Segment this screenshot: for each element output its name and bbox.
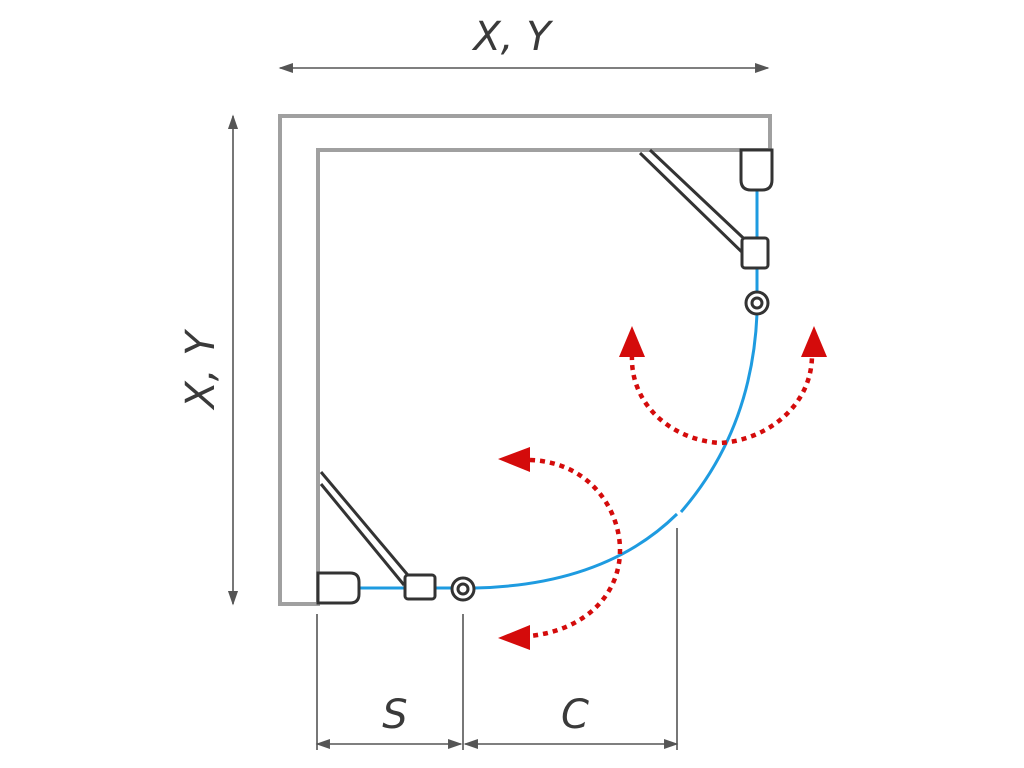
door-roller-bottom [450, 576, 476, 602]
bottom-dimensions: S C [315, 528, 679, 750]
dimension-s-label: S [382, 692, 407, 738]
side-dimension: X, Y [178, 114, 239, 606]
swing-arrowhead-lower-top [498, 447, 530, 472]
fixed-panel-bottom-left [319, 471, 414, 586]
swing-arrowhead-lower-bottom [498, 625, 530, 650]
side-dimension-label: X, Y [178, 328, 224, 411]
swing-arrow-upper [619, 326, 827, 446]
door-roller-top [744, 290, 770, 316]
top-dimension: X, Y [278, 14, 770, 74]
top-dimension-label: X, Y [471, 14, 554, 60]
curved-door-lower [474, 512, 679, 590]
fixed-panel-top-right [638, 148, 758, 260]
wall-profile-top-right [739, 148, 774, 192]
curved-door-upper [679, 313, 759, 513]
wall-profile-bottom-left [316, 571, 361, 605]
connector-top-right [740, 236, 770, 270]
swing-arrow-lower [498, 447, 623, 650]
corner-walls [278, 114, 772, 606]
swing-arrowhead-upper-left [619, 326, 645, 357]
glass-panels [358, 190, 759, 590]
swing-arrowhead-upper-right [801, 326, 827, 357]
dimension-c-label: C [561, 692, 589, 738]
connector-bottom-left [403, 573, 437, 601]
